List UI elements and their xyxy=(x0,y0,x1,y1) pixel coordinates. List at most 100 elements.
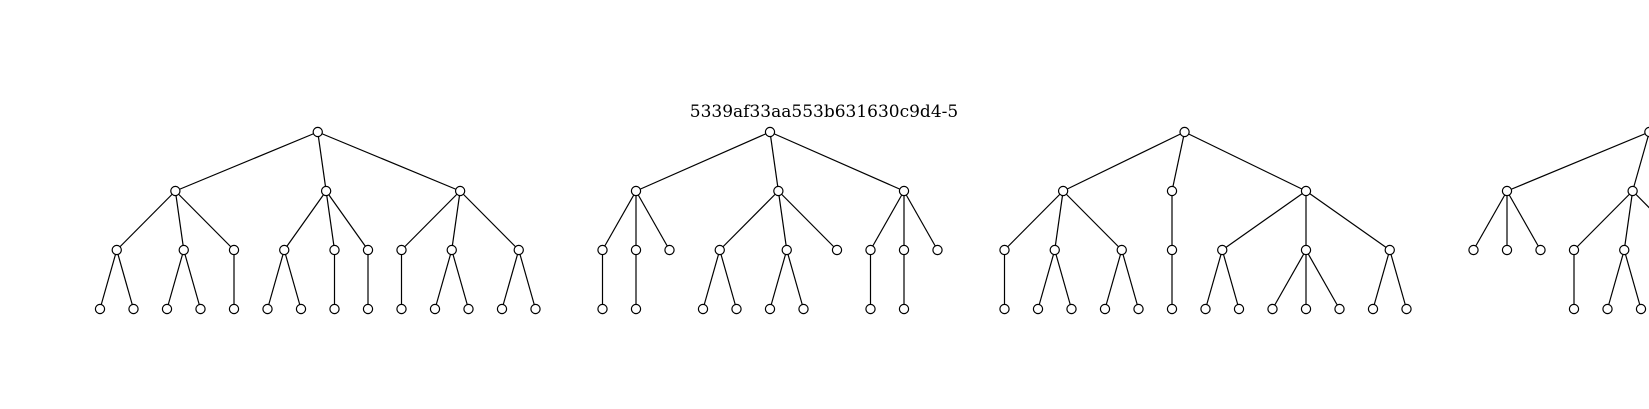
tree-node xyxy=(329,244,340,256)
tree-node xyxy=(195,303,206,315)
tree-node xyxy=(1401,303,1412,315)
tree-node xyxy=(446,244,457,256)
tree-node xyxy=(764,303,776,315)
tree-edge xyxy=(1372,249,1391,310)
tree-node xyxy=(128,303,139,315)
tree-edge xyxy=(601,190,637,251)
tree-node xyxy=(1233,303,1245,315)
tree-node xyxy=(1217,244,1228,256)
tree-node xyxy=(1568,244,1580,256)
tree-node xyxy=(362,244,374,256)
tree-node xyxy=(597,303,608,315)
tree-edge xyxy=(501,249,520,310)
tree-edge xyxy=(317,131,327,192)
tree-node xyxy=(932,244,943,256)
tree-node xyxy=(1099,303,1111,315)
tree-edge xyxy=(1623,190,1634,251)
tree-edge xyxy=(769,131,905,192)
tree-edge xyxy=(769,131,779,192)
tree-edge xyxy=(786,249,805,310)
tree-edge xyxy=(1054,190,1064,251)
tree-node xyxy=(1166,185,1178,197)
tree-node xyxy=(1619,244,1630,256)
tree-node xyxy=(1032,303,1044,315)
tree-edge xyxy=(869,190,905,251)
tree-edge xyxy=(719,190,779,251)
tree-edge xyxy=(1104,249,1123,310)
tree-node xyxy=(1200,303,1211,315)
tree-node xyxy=(312,126,323,138)
tree-node xyxy=(1644,126,1649,138)
tree-node xyxy=(1602,303,1613,315)
tree-node xyxy=(1468,244,1479,256)
tree-node xyxy=(1116,244,1127,256)
tree-edge xyxy=(166,249,185,310)
tree-node xyxy=(1627,185,1638,197)
tree-node xyxy=(1568,303,1580,315)
tree-node xyxy=(764,126,776,138)
tree-node xyxy=(1334,303,1345,315)
tree-edge xyxy=(1632,190,1649,209)
tree-edge xyxy=(635,190,671,251)
tree-node xyxy=(262,303,273,315)
tree-edge xyxy=(325,190,336,251)
tree-node xyxy=(731,303,742,315)
tree-edge xyxy=(317,131,461,192)
tree-node xyxy=(496,303,508,315)
tree-edge xyxy=(1305,190,1391,251)
tree-edge xyxy=(1472,190,1508,251)
tree-edge xyxy=(1062,190,1123,251)
tree-node xyxy=(1501,244,1513,256)
tree-node xyxy=(429,303,441,315)
tree-node xyxy=(1300,185,1312,197)
tree-edge xyxy=(1054,249,1073,310)
tree-node xyxy=(865,303,876,315)
tree-edge xyxy=(174,190,235,251)
tree-edge xyxy=(1221,249,1240,310)
tree-node xyxy=(1133,303,1144,315)
tree-edge xyxy=(903,190,939,251)
tree-node xyxy=(170,185,181,197)
tree-node xyxy=(798,303,809,315)
tree-node xyxy=(1179,126,1190,138)
tree-node xyxy=(898,185,910,197)
tree-node xyxy=(999,303,1010,315)
tree-node xyxy=(714,244,725,256)
tree-node xyxy=(320,185,332,197)
tree-node xyxy=(1057,185,1069,197)
tree-node xyxy=(865,244,876,256)
tree-edge xyxy=(777,190,788,251)
tree-node xyxy=(630,185,642,197)
tree-node xyxy=(396,303,407,315)
tree-node xyxy=(94,303,106,315)
tree-node xyxy=(1367,303,1379,315)
tree-node xyxy=(1166,303,1178,315)
tree-edge xyxy=(1271,249,1307,310)
tree-edge xyxy=(1221,190,1307,251)
tree-node xyxy=(396,244,407,256)
tree-edge xyxy=(769,249,788,310)
tree-node xyxy=(295,303,307,315)
tree-node xyxy=(664,244,675,256)
tree-edge xyxy=(1632,131,1649,192)
tree-edge xyxy=(283,249,302,310)
tree-edge xyxy=(451,249,470,310)
tree-node xyxy=(1300,244,1312,256)
tree-node xyxy=(630,244,642,256)
tree-node xyxy=(1166,244,1178,256)
tree-edge xyxy=(702,249,721,310)
tree-edge xyxy=(1204,249,1223,310)
tree-node xyxy=(1066,303,1077,315)
tree-node xyxy=(1535,244,1546,256)
tree-edge xyxy=(325,190,369,251)
tree-node xyxy=(1635,303,1647,315)
diagram-title: 5339af33aa553b631630c9d4-5 xyxy=(690,102,958,122)
tree-node xyxy=(513,244,524,256)
tree-edge xyxy=(183,249,202,310)
tree-edge xyxy=(1004,190,1064,251)
tree-node xyxy=(530,303,541,315)
tree-edge xyxy=(1506,190,1542,251)
tree-node xyxy=(1267,303,1278,315)
tree-node xyxy=(1501,185,1513,197)
tree-node xyxy=(898,303,910,315)
